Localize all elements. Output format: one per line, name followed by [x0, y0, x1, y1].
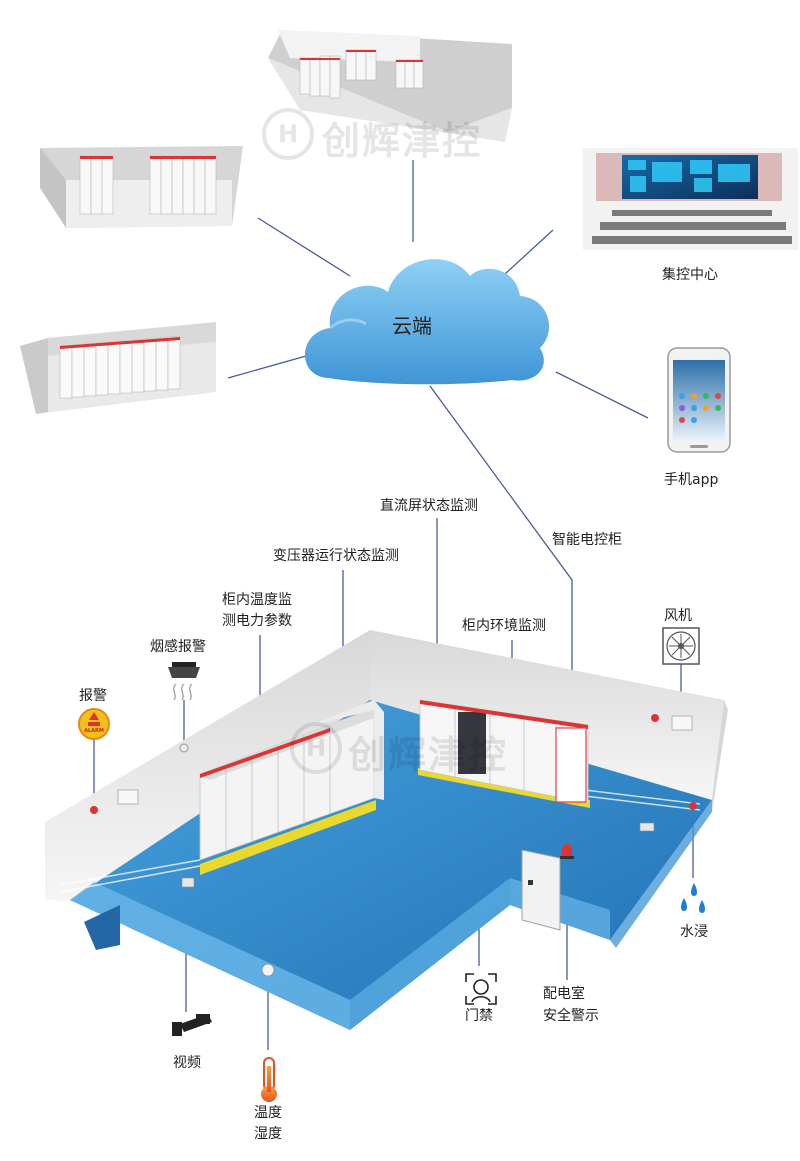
- cloud-shape: [304, 259, 550, 385]
- cabinet-env-label: 柜内环境监测: [462, 618, 546, 634]
- room-warning-label-1: 配电室: [543, 986, 585, 1002]
- watermark-text-room: 创辉津控: [348, 733, 509, 777]
- alarm-icon: [78, 708, 110, 740]
- fan-label: 风机: [664, 608, 692, 624]
- transformer-label: 变压器运行状态监测: [273, 548, 399, 564]
- thermometer-icon: [261, 1057, 277, 1102]
- room-warning-label-2: 安全警示: [543, 1008, 599, 1024]
- face-scan-icon: [465, 973, 497, 1005]
- substation-room-top: [268, 30, 512, 142]
- watermark-logo-room: H: [290, 722, 342, 774]
- control-center-image: [583, 148, 798, 250]
- watermark-text-top: 创辉津控: [322, 119, 483, 163]
- cabinet-temp-label-1: 柜内温度监: [222, 592, 292, 608]
- watermark-logo-top: H: [262, 108, 314, 160]
- water-drop-icon: [681, 883, 705, 913]
- temp-label-2: 湿度: [254, 1126, 282, 1142]
- substation-room-lower-left: [20, 322, 216, 414]
- alarm-label: 报警: [79, 688, 107, 704]
- video-label: 视频: [173, 1055, 201, 1071]
- smart-cabinet-label: 智能电控柜: [552, 532, 622, 548]
- watermark-logo-letter-room: H: [305, 734, 327, 762]
- warning-light-icon: [560, 844, 574, 859]
- main-room: [45, 630, 728, 1030]
- line-control-center: [504, 229, 554, 275]
- smoke-detector-icon: [168, 662, 200, 701]
- substation-room-left: [40, 146, 243, 228]
- control-center-label: 集控中心: [662, 267, 718, 283]
- line-left-room: [257, 217, 351, 277]
- alarm-badge-text: ALARM: [84, 728, 104, 734]
- cabinet-temp-label-2: 测电力参数: [222, 613, 292, 629]
- mobile-app-label: 手机app: [664, 472, 719, 488]
- smartphone-image: [667, 347, 731, 453]
- dc-panel-label: 直流屏状态监测: [380, 498, 478, 514]
- access-label: 门禁: [465, 1008, 493, 1024]
- camera-icon: [172, 1014, 212, 1036]
- line-lower-left-room: [227, 355, 307, 379]
- cloud-label: 云端: [392, 314, 432, 338]
- smoke-label: 烟感报警: [150, 639, 206, 655]
- temp-label-1: 温度: [254, 1105, 282, 1121]
- watermark-logo-letter: H: [277, 120, 299, 148]
- line-mobile: [555, 371, 649, 419]
- water-label: 水浸: [680, 924, 708, 940]
- fan-icon: [662, 627, 700, 665]
